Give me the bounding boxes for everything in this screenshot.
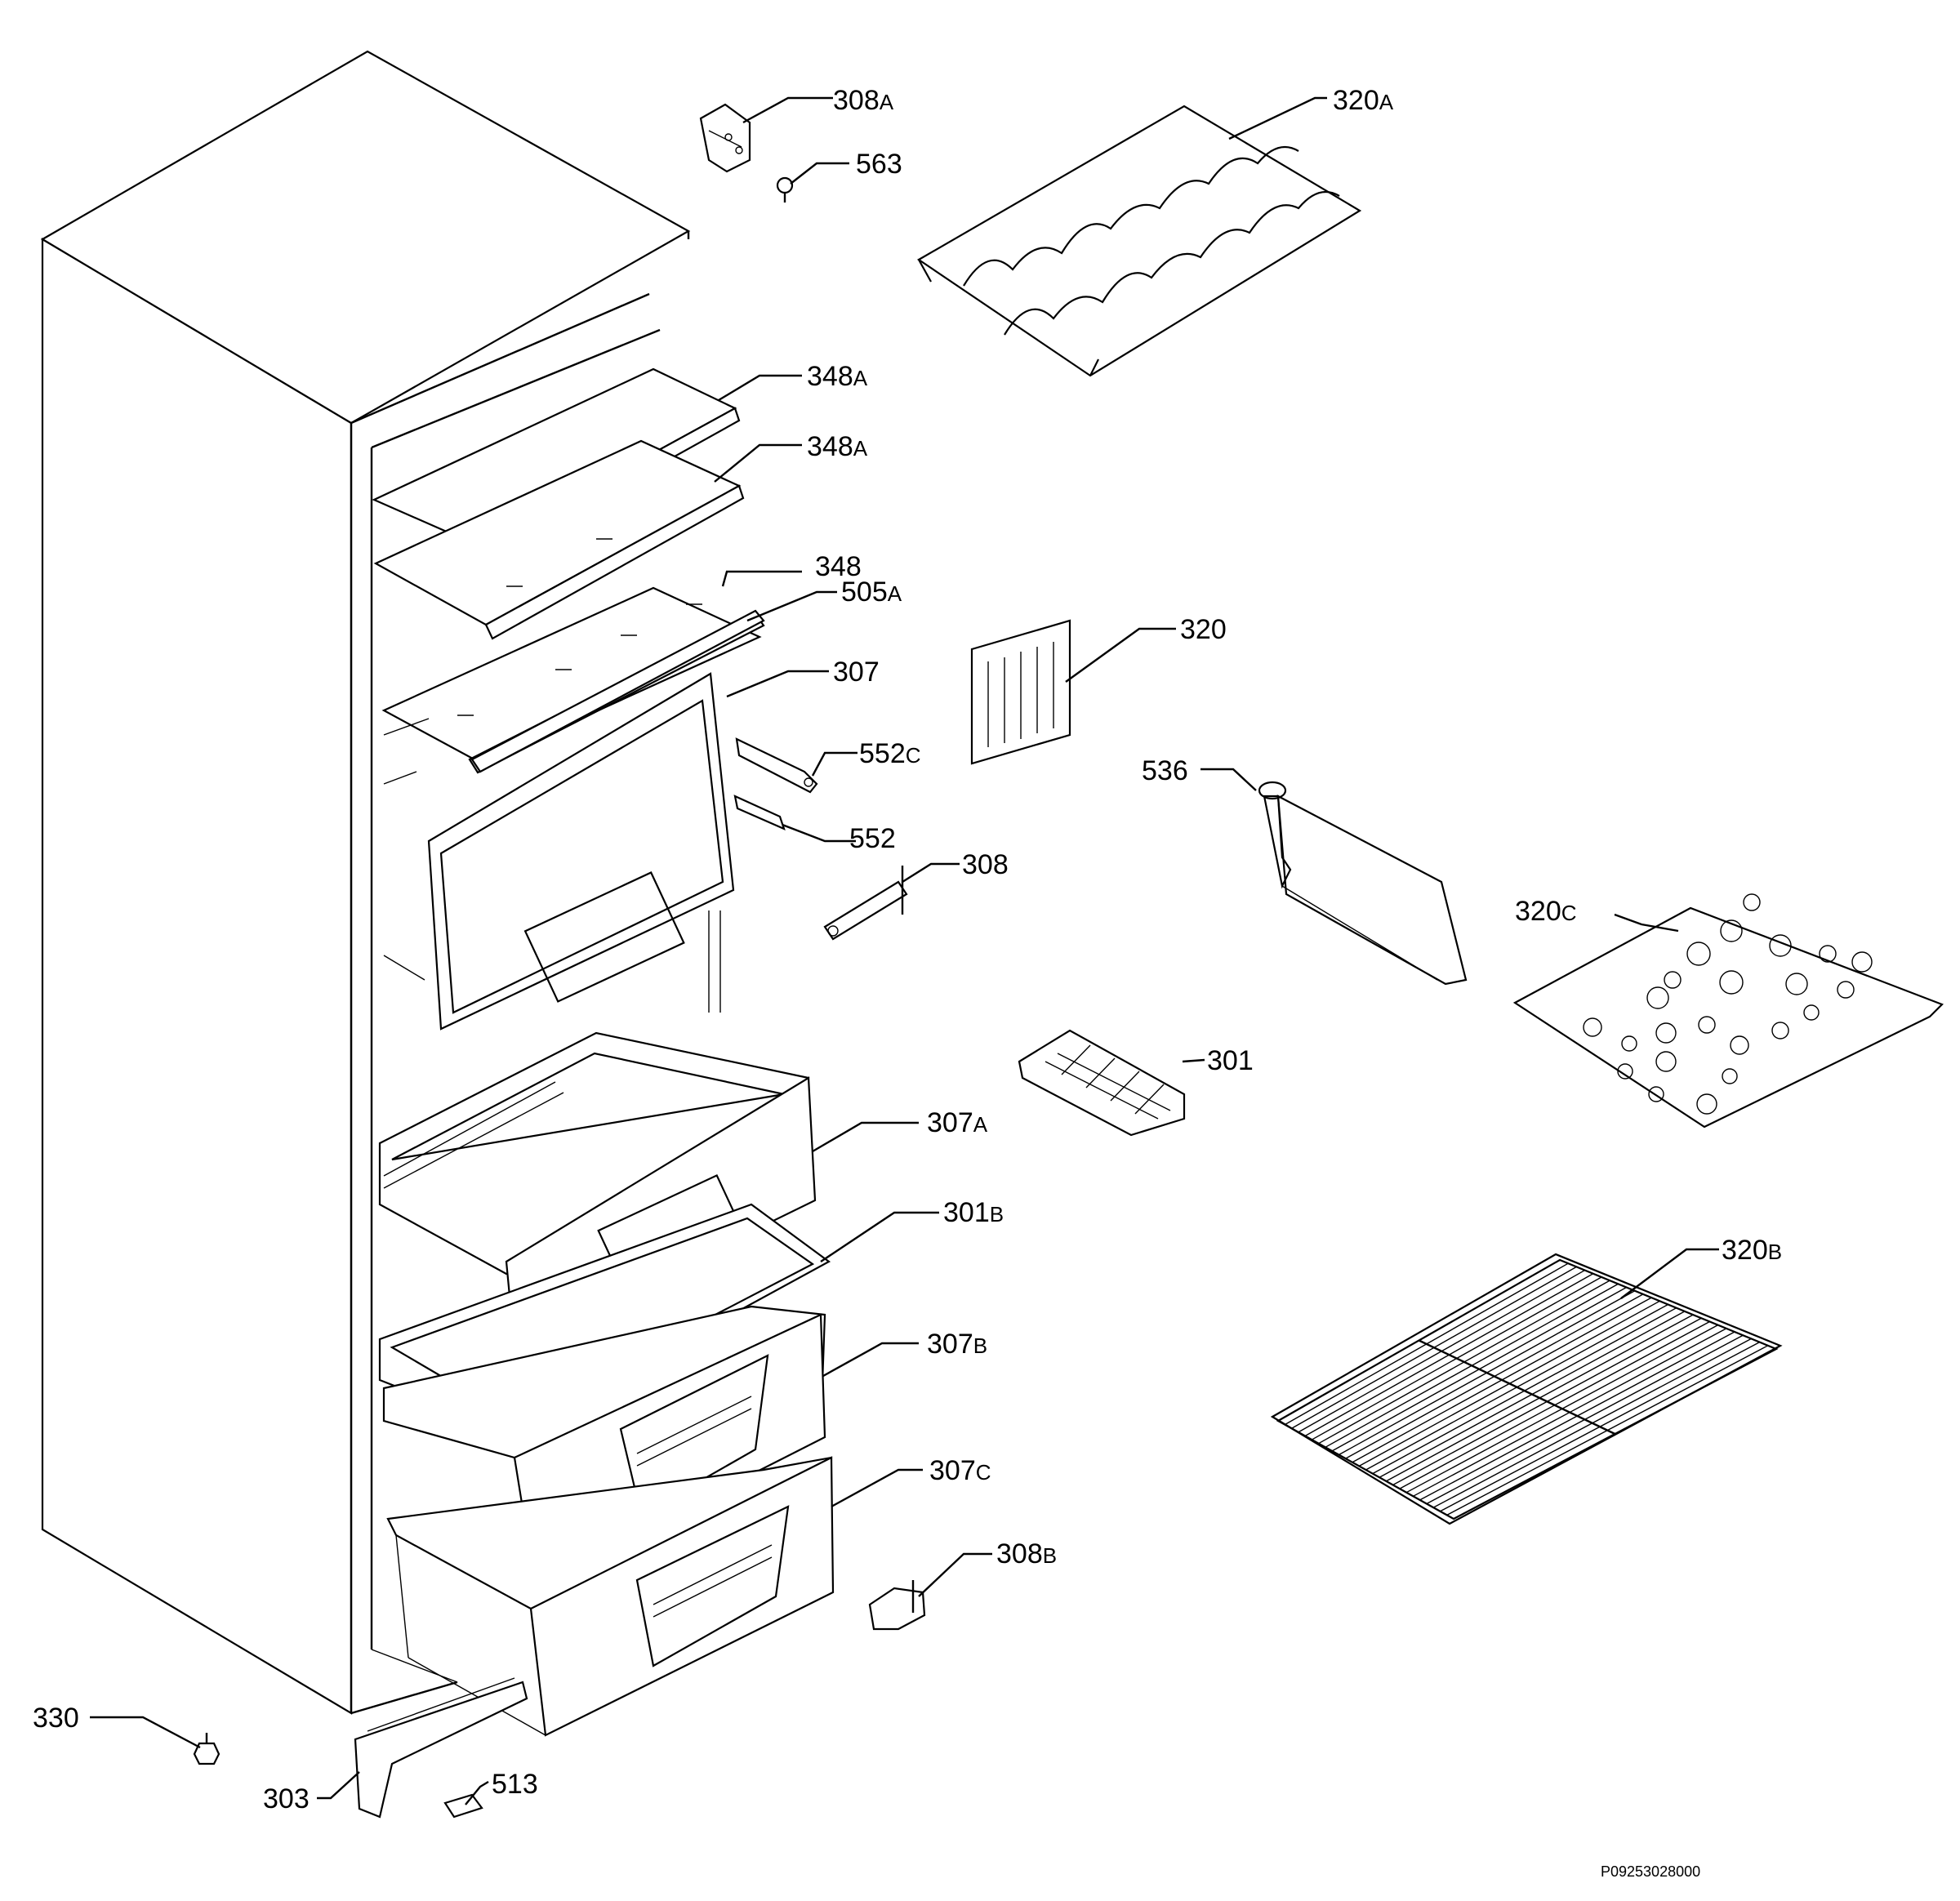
drawer-307c [386,1456,835,1737]
wine-rack-320a [916,105,1362,377]
clip-513 [443,1793,483,1819]
hinge-308a [699,103,751,173]
label-552: 552 [849,823,896,854]
label-348: 348 [815,551,862,582]
label-303: 303 [263,1783,310,1814]
leader-lines [90,96,1719,1805]
label-307c: 307C [929,1455,991,1486]
label-308: 308 [962,849,1009,880]
ice-tray-301 [1018,1029,1186,1137]
label-308b: 308B [996,1538,1057,1569]
fridge-cabinet [40,50,691,1715]
label-320a: 320A [1333,85,1394,116]
rail-552c [735,737,818,794]
label-320b: 320B [1722,1235,1782,1266]
handle-505a [470,609,765,773]
label-563: 563 [856,149,902,180]
perforated-plate-320c [1512,893,1944,1129]
glass-shelf-348a-middle [373,439,745,640]
label-307b: 307B [927,1329,987,1360]
label-320c: 320C [1515,896,1577,927]
vent-grille-320 [970,619,1071,765]
label-505a: 505A [841,577,902,608]
label-536: 536 [1142,755,1188,786]
hinge-308b [868,1580,926,1631]
label-301b: 301B [943,1197,1004,1228]
foot-330 [193,1733,220,1765]
rail-552 [733,795,786,831]
label-301: 301 [1207,1045,1254,1076]
plinth-303 [354,1677,528,1819]
label-308a: 308A [833,85,894,116]
label-320: 320 [1180,614,1227,645]
label-348a-middle: 348A [807,431,868,462]
drawing-reference: P09253028000 [1601,1863,1700,1880]
part-labels: 308A 563 320A 348A 348A 348 505A 307 552… [33,85,1782,1814]
wire-shelf-320b [1270,1253,1783,1525]
label-513: 513 [492,1769,538,1800]
label-307a: 307A [927,1107,988,1138]
label-330: 330 [33,1703,79,1734]
hinge-308 [823,866,908,941]
screw-563 [776,176,794,203]
freezer-flap-307 [383,672,735,1031]
label-307: 307 [833,657,880,688]
divider-536 [1258,781,1468,986]
label-552c: 552C [859,738,921,769]
label-348a-top: 348A [807,361,868,392]
